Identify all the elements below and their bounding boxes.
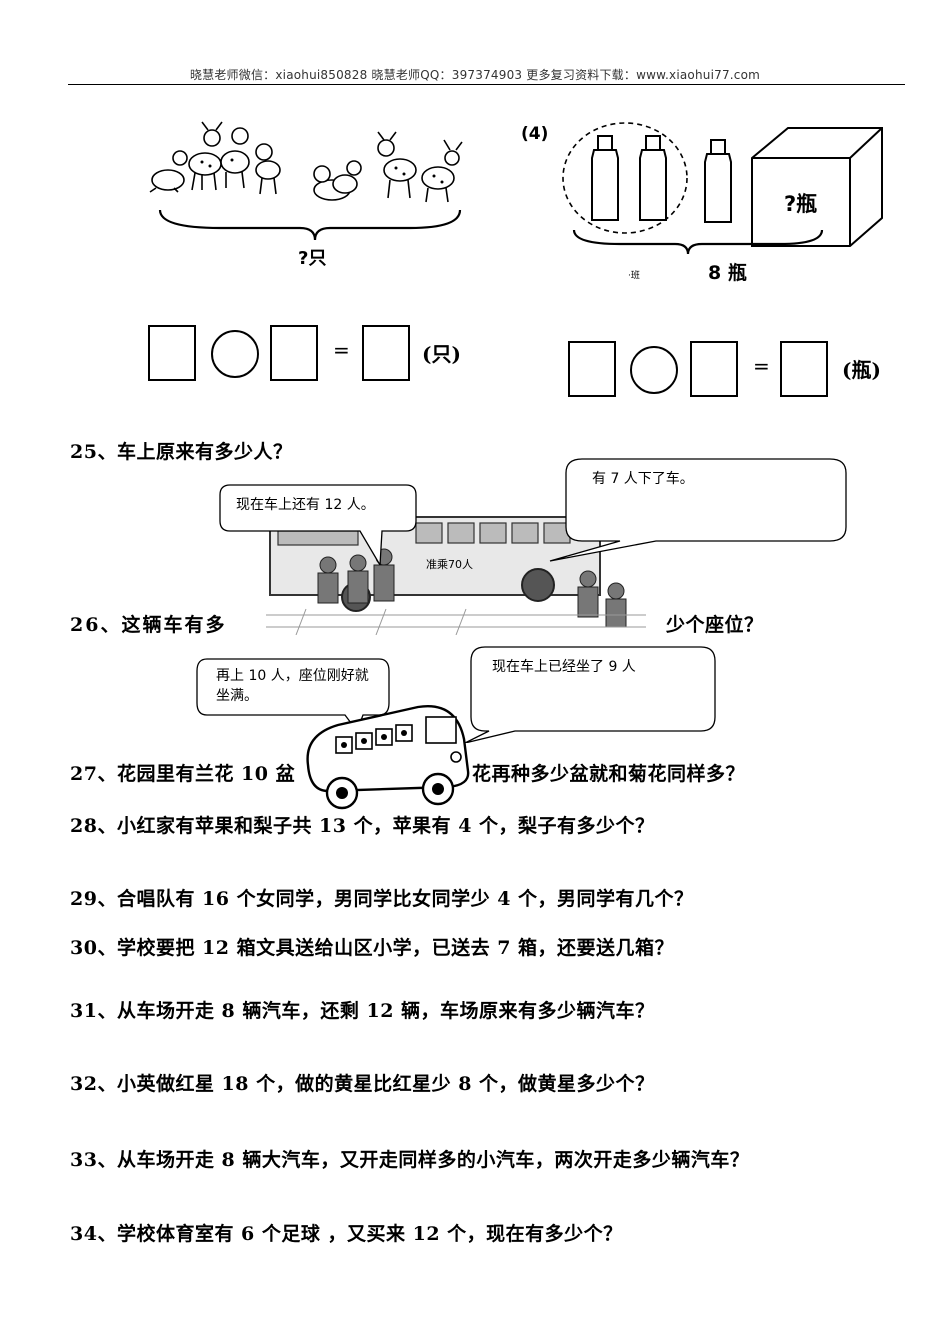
bottle-icon — [704, 139, 732, 223]
question-27-part2: 花再种多少盆就和菊花同样多？ — [472, 763, 746, 785]
speech-bubble-left: 现在车上还有 12 人。 — [236, 497, 375, 513]
dashed-circle — [562, 122, 688, 234]
answer-box[interactable] — [270, 325, 318, 381]
question-26-part1: 26、这辆车有多 — [70, 614, 227, 636]
deer-brace-label: ?只 — [298, 248, 327, 269]
speech-bubble-right: 有 7 人下了车。 — [592, 471, 694, 487]
box-label: ?瓶 — [784, 192, 818, 216]
sub-problem-number: (4) — [521, 124, 549, 144]
answer-box[interactable] — [568, 341, 616, 397]
speech-bubble-left: 再上 10 人，座位刚好就坐满。 — [216, 668, 369, 704]
question-26-part2: 少个座位？ — [666, 614, 764, 636]
box-icon — [751, 127, 883, 247]
equals-sign: = — [753, 354, 770, 378]
answer-box[interactable] — [362, 325, 410, 381]
page-header: 晓慧老师微信：xiaohui850828 晓慧老师QQ：397374903 更多… — [189, 68, 761, 82]
question-30: 30、学校要把 12 箱文具送给山区小学，已送去 7 箱，还要送几箱？ — [70, 937, 675, 959]
brace — [158, 209, 462, 241]
deer-illustration — [149, 121, 463, 241]
unit-label: (瓶) — [842, 358, 881, 382]
question-25: 25、车上原来有多少人？ — [70, 441, 293, 463]
answer-box[interactable] — [690, 341, 738, 397]
operator-circle[interactable] — [211, 330, 259, 378]
unit-label: (只) — [422, 342, 461, 366]
speech-bubbles-q26 — [196, 646, 716, 743]
question-31: 31、从车场开走 8 辆汽车，还剩 12 辆，车场原来有多少辆汽车？ — [70, 1000, 655, 1022]
speech-bubble-right: 现在车上已经坐了 9 人 — [492, 659, 636, 675]
header-divider — [68, 84, 905, 85]
question-33: 33、从车场开走 8 辆大汽车，又开走同样多的小汽车，两次开走多少辆汽车？ — [70, 1149, 750, 1171]
question-28: 28、小红家有苹果和梨子共 13 个，苹果有 4 个，梨子有多少个？ — [70, 815, 655, 837]
equals-sign: = — [333, 338, 350, 362]
question-29: 29、合唱队有 16 个女同学，男同学比女同学少 4 个，男同学有几个？ — [70, 888, 694, 910]
answer-box[interactable] — [148, 325, 196, 381]
operator-circle[interactable] — [630, 346, 678, 394]
bottle-brace-label: 8 瓶 — [708, 262, 747, 284]
cartoon-bus-icon — [306, 705, 470, 810]
brace — [572, 229, 824, 255]
speech-bubbles-q25 — [219, 458, 847, 565]
bottle-icon — [591, 135, 619, 221]
question-34: 34、学校体育室有 6 个足球 ，又买来 12 个，现在有多少个？ — [70, 1223, 623, 1245]
bottles-illustration — [562, 122, 883, 255]
deer-icon — [149, 150, 188, 193]
bus-capacity-sign: 准乘70人 — [426, 558, 473, 571]
small-mark: ·班 — [628, 271, 640, 281]
question-27-part1: 27、花园里有兰花 10 盆 — [70, 763, 296, 785]
bottle-icon — [639, 135, 667, 221]
answer-box[interactable] — [780, 341, 828, 397]
question-32: 32、小英做红星 18 个，做的黄星比红星少 8 个，做黄星多少个？ — [70, 1073, 655, 1095]
